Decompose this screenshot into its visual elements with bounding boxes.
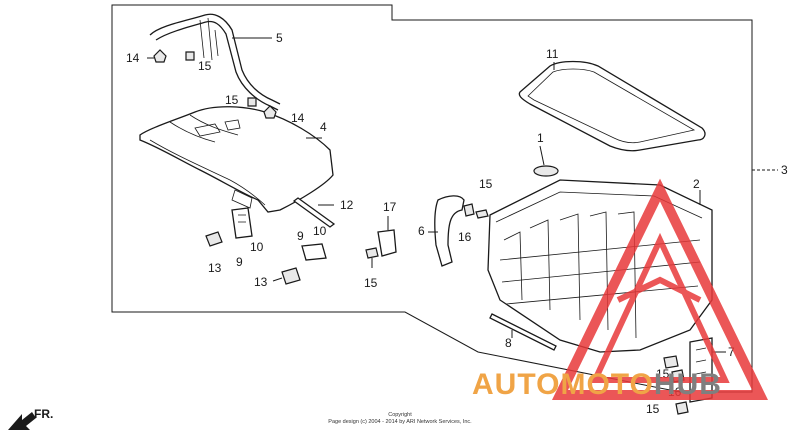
grab-rail-part-5: [149, 13, 281, 111]
watermark-logo: [551, 178, 769, 400]
copyright-line-2: Page design (c) 2004 - 2014 by ARI Netwo…: [328, 419, 472, 425]
callout-14-mid: 14: [291, 111, 305, 125]
fastener-15-top: [185, 51, 195, 61]
callout-15-top: 15: [198, 59, 212, 73]
bracket-part-10-center: [301, 243, 327, 261]
callout-14-top: 14: [126, 51, 140, 65]
callout-15-hinge: 15: [364, 276, 378, 290]
gasket-part-11: [518, 60, 706, 152]
fastener-14-top: [147, 49, 167, 63]
bolt-part-13-left: [205, 231, 223, 247]
fastener-15-mid: [247, 97, 257, 107]
callout-13-left: 13: [208, 261, 222, 275]
callout-10-center: 10: [313, 224, 327, 238]
side-bracket-part-6: [428, 195, 465, 267]
callout-12: 12: [340, 198, 354, 212]
callout-4: 4: [320, 120, 327, 134]
bolt-part-13-center: [272, 267, 301, 285]
callout-9-center: 9: [297, 229, 304, 243]
callout-8: 8: [505, 336, 512, 350]
bracket-part-10-left: [231, 207, 253, 239]
rod-part-8: [489, 313, 557, 351]
watermark-hub: HUB: [653, 368, 722, 401]
callout-10-left: 10: [250, 240, 264, 254]
emblem-part-1: [533, 145, 559, 177]
copyright-line-1: Copyright: [388, 412, 412, 418]
fastener-14-mid: [263, 105, 277, 119]
callout-15-mid: 15: [225, 93, 239, 107]
stay-rod-part-12: [292, 197, 336, 228]
callout-1: 1: [537, 131, 544, 145]
callout-11: 11: [546, 47, 559, 61]
front-direction-arrow: [8, 412, 36, 430]
callout-2: 2: [693, 177, 700, 191]
callout-7: 7: [728, 345, 735, 359]
hinge-part-17: [365, 216, 397, 268]
callout-9-left: 9: [236, 255, 243, 269]
seat-cowl-part-4: [139, 106, 334, 213]
trunk-box-part-2: [487, 179, 713, 353]
watermark-auto: AUTO: [472, 368, 561, 401]
callout-6: 6: [418, 224, 425, 238]
callout-16-right: 16: [458, 230, 472, 244]
callout-3: 3: [781, 163, 788, 177]
callout-17: 17: [383, 200, 397, 214]
callout-5: 5: [276, 31, 283, 45]
fastener-15-16-right: [463, 203, 489, 219]
callout-15-bottom: 15: [646, 402, 660, 416]
watermark-moto: MOTO: [560, 368, 654, 401]
callout-13-center: 13: [254, 275, 268, 289]
front-direction-label: FR.: [34, 407, 53, 421]
callout-15-right: 15: [479, 177, 493, 191]
watermark-text: AUTOMOTOHUB: [472, 368, 722, 402]
